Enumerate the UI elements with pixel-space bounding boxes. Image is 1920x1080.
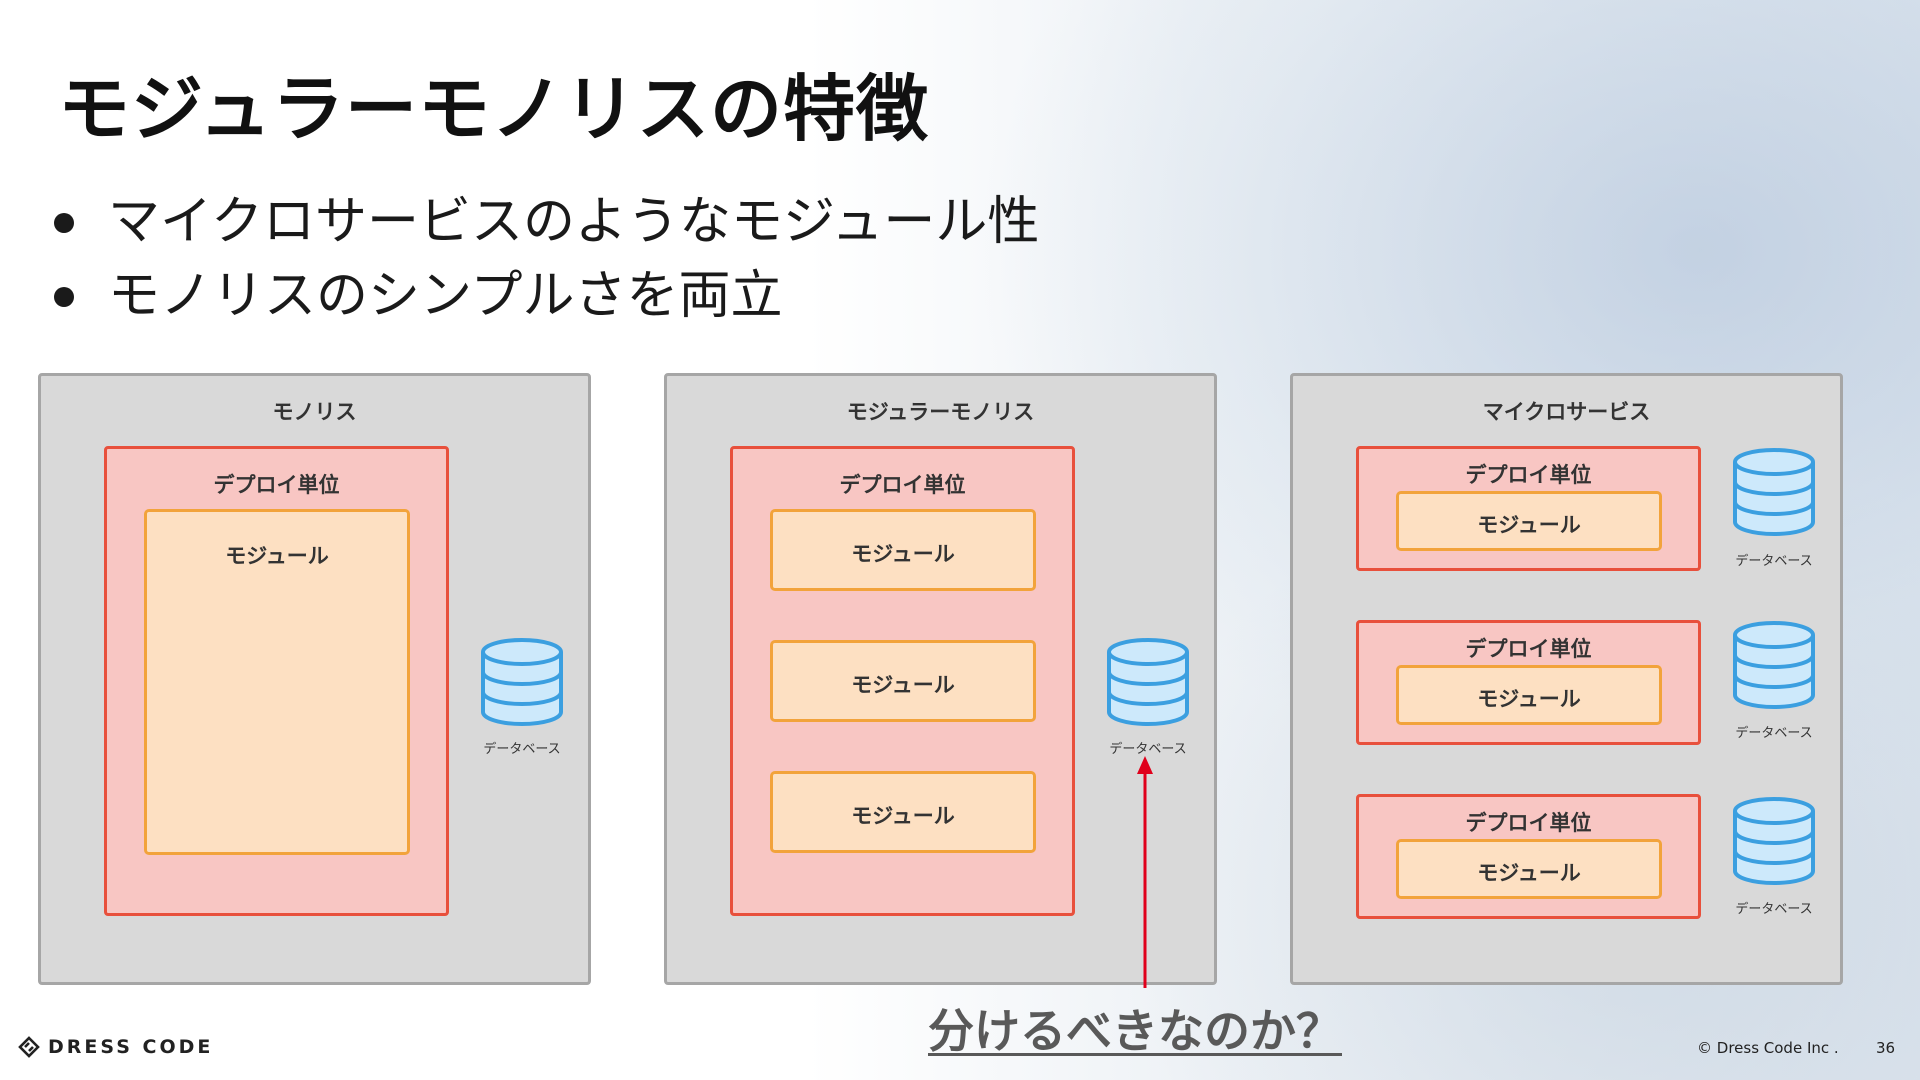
- module-label: モジュール: [225, 544, 329, 568]
- bullet-item: マイクロサービスのようなモジュール性: [50, 185, 1039, 259]
- module-label: モジュール: [851, 673, 955, 697]
- deploy-unit: デプロイ単位 モジュール: [1356, 794, 1701, 919]
- module-box: モジュール: [1396, 665, 1662, 725]
- page-number: 36: [1876, 1039, 1896, 1057]
- bullet-list: マイクロサービスのようなモジュール性 モノリスのシンプルさを両立: [50, 185, 1039, 333]
- slide-title: モジュラーモノリスの特徴: [58, 67, 929, 151]
- panel-title: モノリス: [272, 400, 357, 424]
- module-label: モジュール: [851, 542, 955, 566]
- database-icon: [1733, 621, 1815, 709]
- copyright-text: © Dress Code Inc .: [1697, 1039, 1839, 1057]
- module-box: モジュール: [770, 771, 1036, 853]
- module-label: モジュール: [851, 804, 955, 828]
- modular-monolith-panel: モジュラーモノリス デプロイ単位 モジュール モジュール モジュール データベー…: [664, 373, 1217, 985]
- database-label: データベース: [483, 742, 561, 757]
- logo-text: DRESS CODE: [48, 1036, 214, 1058]
- module-box: モジュール: [144, 509, 410, 855]
- module-box: モジュール: [1396, 839, 1662, 899]
- monolith-panel: モノリス デプロイ単位 モジュール データベース: [38, 373, 591, 985]
- bullet-text: マイクロサービスのようなモジュール性: [108, 192, 1040, 252]
- database-label: データベース: [1735, 554, 1813, 569]
- microservices-panel: マイクロサービス デプロイ単位 モジュール データベース デプロイ単位 モジュー…: [1290, 373, 1843, 985]
- deploy-unit: デプロイ単位 モジュール: [1356, 620, 1701, 745]
- database-icon: [1733, 448, 1815, 536]
- deploy-unit: デプロイ単位 モジュール: [104, 446, 449, 916]
- module-box: モジュール: [770, 640, 1036, 722]
- bullet-dot-icon: [54, 287, 74, 307]
- module-box: モジュール: [770, 509, 1036, 591]
- deploy-unit-label: デプロイ単位: [1465, 637, 1592, 661]
- database-icon: [1733, 797, 1815, 885]
- module-label: モジュール: [1477, 513, 1581, 537]
- module-box: モジュール: [1396, 491, 1662, 551]
- company-logo: DRESS CODE: [18, 1036, 213, 1058]
- panel-title: マイクロサービス: [1482, 400, 1651, 424]
- bullet-item: モノリスのシンプルさを両立: [50, 259, 1039, 333]
- database-label: データベース: [1735, 726, 1813, 741]
- deploy-unit-label: デプロイ単位: [1465, 463, 1592, 487]
- dress-code-logo-icon: [18, 1036, 40, 1058]
- database-label: データベース: [1735, 902, 1813, 917]
- module-label: モジュール: [1477, 687, 1581, 711]
- deploy-unit: デプロイ単位 モジュール: [1356, 446, 1701, 571]
- question-text: 分けるべきなのか？: [928, 1004, 1342, 1058]
- red-arrow-icon: [1137, 756, 1153, 988]
- panel-title: モジュラーモノリス: [846, 400, 1035, 424]
- deploy-unit-label: デプロイ単位: [1465, 811, 1592, 835]
- bullet-text: モノリスのシンプルさを両立: [108, 266, 783, 326]
- deploy-unit: デプロイ単位 モジュール モジュール モジュール: [730, 446, 1075, 916]
- database-label: データベース: [1109, 742, 1187, 757]
- database-icon: [481, 638, 563, 726]
- bullet-dot-icon: [54, 213, 74, 233]
- database-icon: [1107, 638, 1189, 726]
- deploy-unit-label: デプロイ単位: [213, 473, 340, 497]
- module-label: モジュール: [1477, 861, 1581, 885]
- deploy-unit-label: デプロイ単位: [839, 473, 966, 497]
